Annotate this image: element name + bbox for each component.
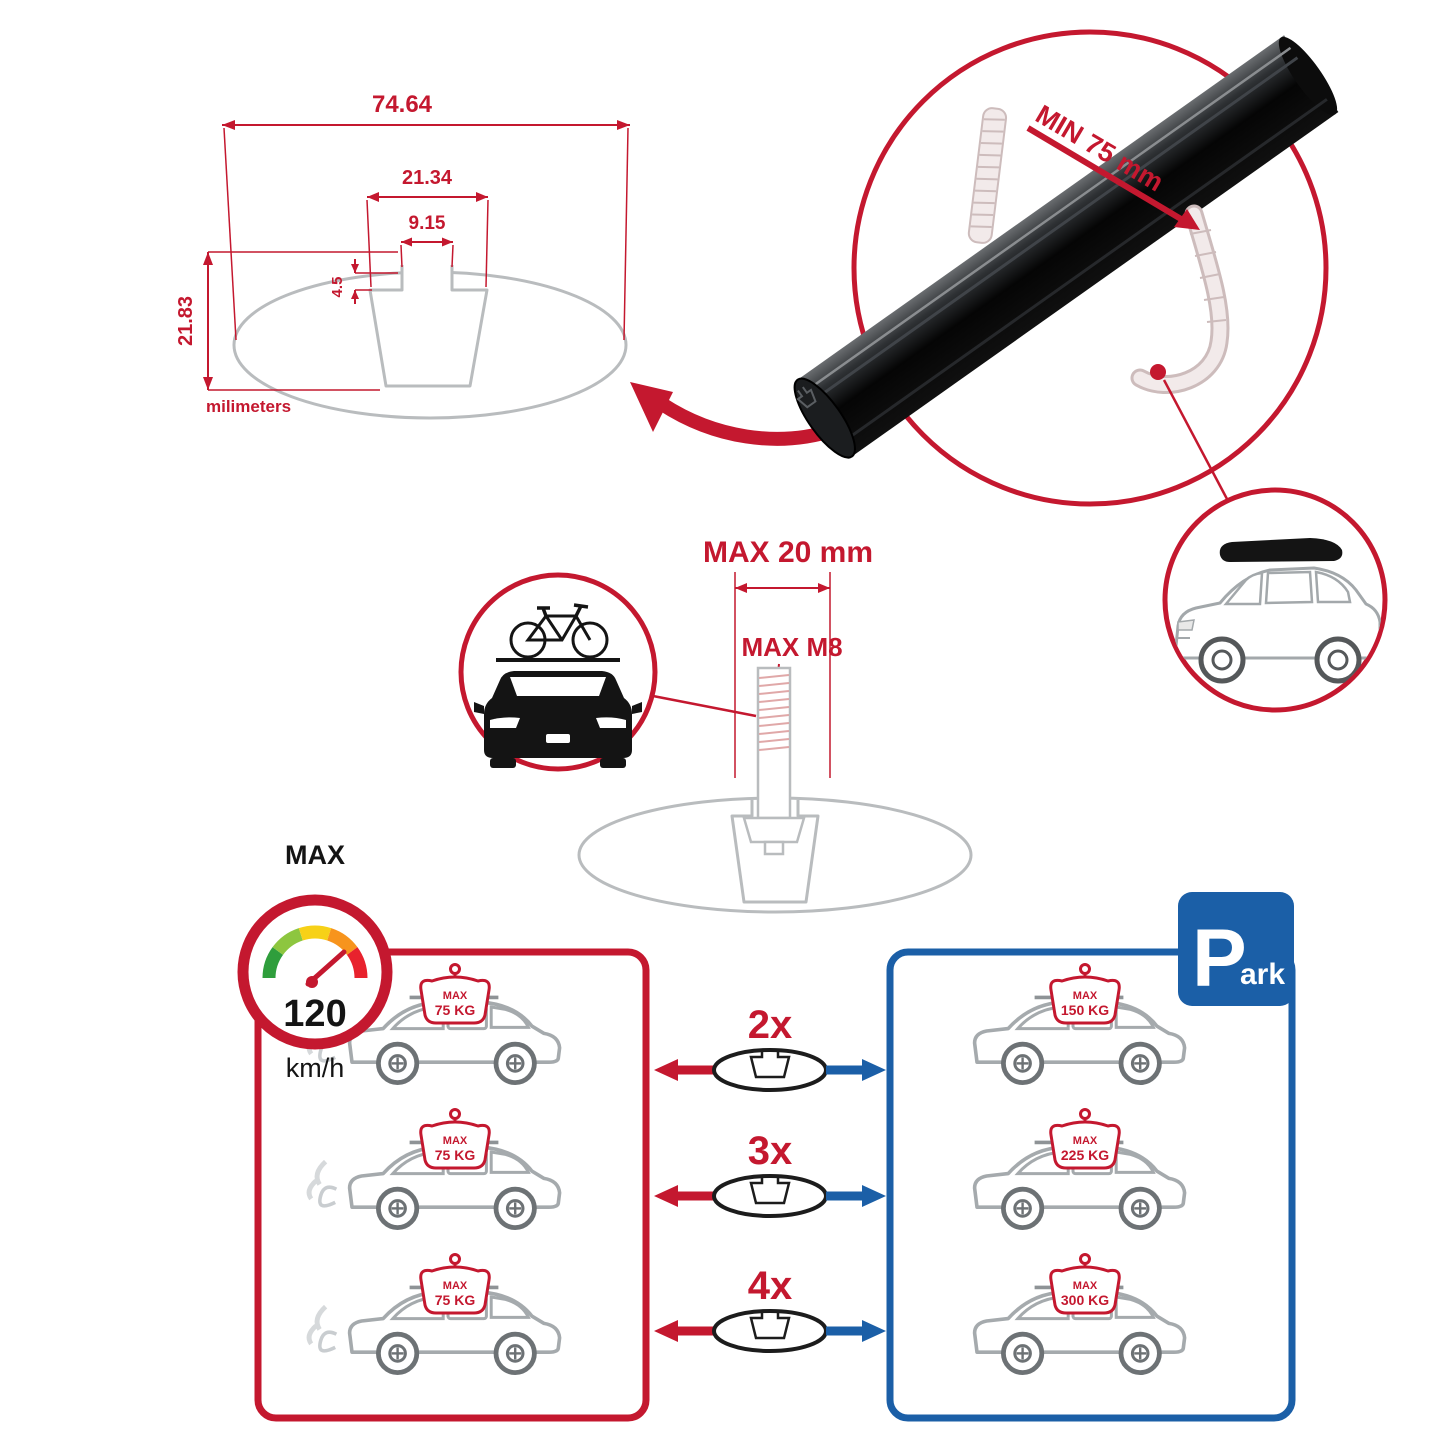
speed-limit-gauge: MAX 120 km/h [237, 840, 393, 1083]
gauge-arc [262, 925, 368, 979]
pointer-arrow-head [630, 382, 673, 432]
load-badge-line2: 75 KG [435, 1292, 476, 1308]
bolt-icon [742, 666, 806, 856]
max-thread-label: MAX M8 [741, 632, 842, 662]
dim-total-width [222, 120, 630, 341]
load-badge: MAX 150 KG [1049, 963, 1121, 1025]
load-badge-line1: MAX [1073, 1135, 1098, 1147]
dim-total-height [203, 251, 398, 391]
pointer-arrow-shaft [655, 397, 840, 446]
load-badge-line1: MAX [443, 1135, 468, 1147]
load-badge-line2: 300 KG [1061, 1292, 1109, 1308]
load-badge-line2: 225 KG [1061, 1147, 1109, 1163]
left-arrow-icon [654, 1185, 678, 1207]
connector-line [652, 694, 757, 718]
left-arrow-icon [654, 1320, 678, 1342]
dim-step-depth-label: 4.5 [329, 277, 346, 298]
load-badge-line2: 150 KG [1061, 1002, 1109, 1018]
crossbar-3d-icon [793, 35, 1339, 459]
load-badge: MAX 75 KG [419, 1108, 491, 1170]
max-length-dimension [734, 572, 831, 778]
speed-unit: km/h [286, 1053, 345, 1083]
dim-slot-inner [400, 237, 454, 268]
left-arrow-icon [654, 1059, 678, 1081]
dim-slot-outer-label: 21.34 [402, 167, 453, 189]
gauge-circle [237, 894, 393, 1050]
bar-end-cap [793, 377, 856, 459]
min-clearance-arrow [1026, 125, 1200, 230]
multiplier-row: 2x [654, 1003, 886, 1092]
multiplier-label: 2x [748, 1003, 793, 1047]
park-sign-p: P [1192, 913, 1247, 1004]
load-badge-line1: MAX [1073, 990, 1098, 1002]
speed-max-label: MAX [285, 840, 345, 870]
crossbar-profile-icon [712, 1048, 828, 1092]
dim-total-width-label: 74.64 [372, 91, 433, 118]
load-badge-line1: MAX [443, 1280, 468, 1292]
park-sign: P ark [1178, 892, 1294, 1006]
bolt-detail-diagram: MAX 20 mm MAX M8 [458, 536, 973, 914]
load-badge-line2: 75 KG [435, 1002, 476, 1018]
thread-lines [1189, 229, 1227, 323]
multiplier-row: 3x [654, 1129, 886, 1218]
bar-end-slot [796, 386, 817, 409]
thread-lines [970, 118, 1005, 228]
load-badge: MAX 225 KG [1049, 1108, 1121, 1170]
car-bike-badge [458, 572, 658, 772]
gauge-needle-pivot [306, 976, 318, 988]
car-with-bike-icon [474, 603, 642, 768]
load-comparison: MAX 75 KG MAX 75 KG MAX 75 KG MAX 150 KG… [254, 892, 1296, 1422]
park-sign-ark: ark [1240, 958, 1285, 991]
right-arrow-icon [862, 1185, 886, 1207]
multiplier-row: 4x [654, 1264, 886, 1353]
dim-step-depth [351, 259, 398, 304]
suv-roofbox-badge [1162, 487, 1388, 713]
dim-slot-inner-label: 9.15 [409, 213, 446, 234]
load-badge: MAX 300 KG [1049, 1253, 1121, 1315]
crossbar-profile-icon [712, 1174, 828, 1218]
load-badge-line1: MAX [443, 990, 468, 1002]
max-length-label: MAX 20 mm [703, 536, 873, 569]
right-arrow-icon [862, 1320, 886, 1342]
attachment-point-dot [1150, 364, 1166, 380]
units-label: milimeters [206, 397, 291, 416]
crossbar-profile-icon [712, 1309, 828, 1353]
load-badge-line2: 75 KG [435, 1147, 476, 1163]
u-bolt-stirrup-icon [1130, 204, 1230, 394]
pointer-arrow [630, 382, 840, 446]
thread-lines [758, 674, 790, 751]
multiplier-label: 3x [748, 1129, 793, 1173]
t-slot-channel [368, 265, 489, 388]
speed-value: 120 [283, 993, 346, 1035]
bolt-head [742, 816, 806, 844]
bar-3d-detail: MIN 75 mm [793, 29, 1388, 713]
right-arrow-icon [862, 1059, 886, 1081]
suv-roofbox-icon [1174, 538, 1382, 684]
load-badge: MAX 75 KG [419, 1253, 491, 1315]
load-badge-line1: MAX [1073, 1280, 1098, 1292]
u-bolt-top-rod-icon [967, 107, 1008, 244]
load-badge: MAX 75 KG [419, 963, 491, 1025]
multiplier-label: 4x [748, 1264, 793, 1308]
profile-dimension-diagram: 74.64 21.34 9.15 4.5 [175, 91, 630, 420]
dim-total-height-label: 21.83 [175, 296, 197, 346]
connector-line [1162, 379, 1229, 500]
